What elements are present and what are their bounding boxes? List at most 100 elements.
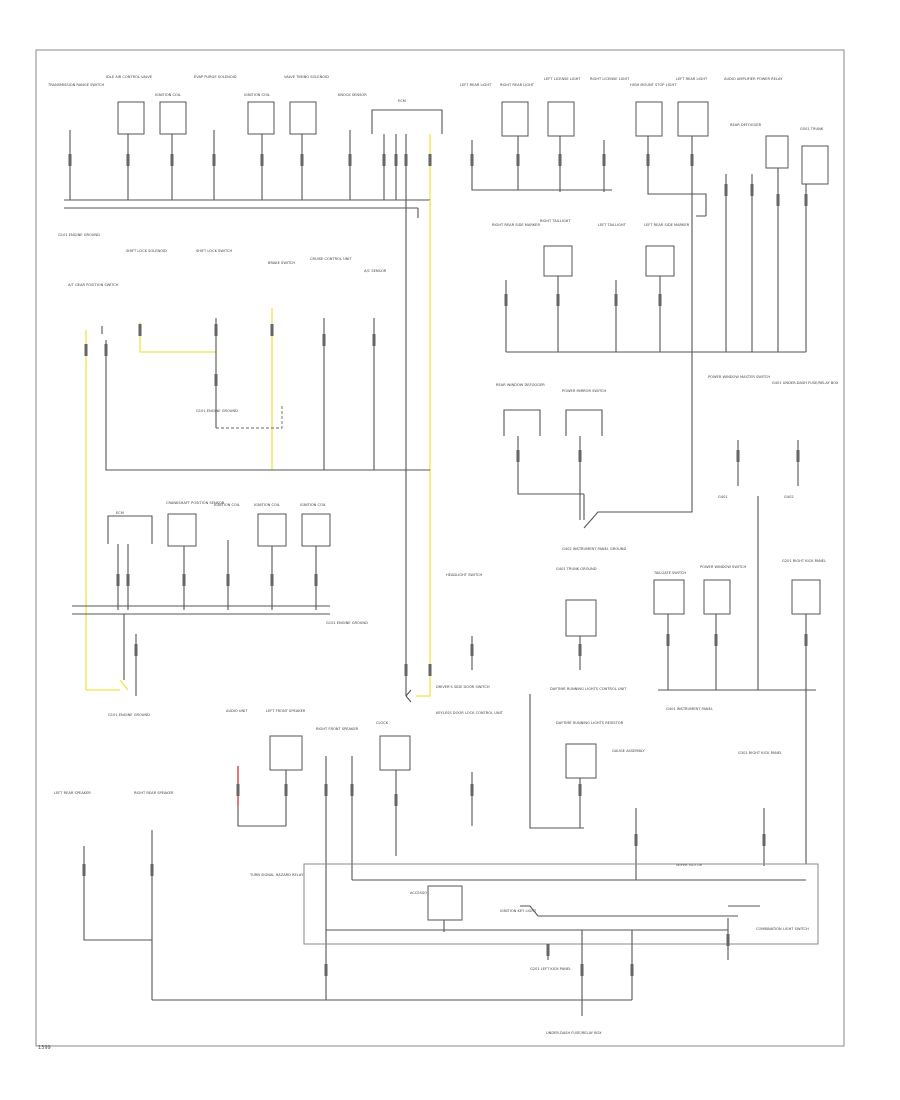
wire-connector-marker [470,644,474,656]
diagram-frame [35,49,845,1047]
component-label: G101 ENGINE GROUND [58,233,100,237]
component-label: A/C SENSOR [364,269,387,273]
component-label: G501 TRUNK [800,127,824,131]
component-label: ECM [398,99,406,103]
component-box [765,135,789,169]
wire-connector-marker [556,294,560,306]
component-box [247,101,275,135]
ground-bus [72,605,330,615]
wire-connector-marker [804,634,808,646]
wire-connector-marker [630,964,634,976]
ground-wire [471,636,584,829]
ground-wire [83,830,153,1000]
component-label: KEYLESS DOOR LOCK CONTROL UNIT [436,711,504,715]
wire-connector-marker [138,324,142,336]
wire-connector-marker [504,294,508,306]
component-label: HIGH MOUNT STOP LIGHT [630,83,677,87]
component-box [645,245,675,277]
component-box [269,735,303,771]
component-label: SHIFT LOCK SWITCH [196,249,232,253]
wire-connector-marker [214,374,218,386]
component-label: LEFT FRONT SPEAKER [266,709,306,713]
component-label: KNOCK SENSOR [338,93,367,97]
component-label: G401 UNDER-DASH FUSE/RELAY BOX [772,381,839,385]
component-label: TRANSMISSION RANGE SWITCH [47,83,105,87]
component-label: G101 ENGINE GROUND [108,713,150,717]
ground-wire [237,770,287,827]
wire-connector-marker [736,450,740,462]
component-label: TURN SIGNAL HAZARD RELAY [249,873,304,877]
ground-wire [635,808,765,880]
component-label: RIGHT LICENSE LIGHT [590,77,630,81]
component-label: CRUISE CONTROL UNIT [310,257,352,261]
wire-connector-marker [428,664,432,676]
component-label: TAILGATE SWITCH [653,571,686,575]
wire-connector-marker [578,784,582,796]
ground-wire [517,436,585,520]
wire-connector-marker [170,154,174,166]
component-label: G101 ENGINE GROUND [326,621,368,625]
ground-wire-yellow [119,679,129,691]
component-box [801,145,829,185]
ground-arrow [405,689,412,703]
wire-connector-marker [126,154,130,166]
center-group: REAR WINDOW DEFOGGER POWER MIRROR SWITCH… [496,368,693,551]
component-label: G401 TRUNK GROUND [556,567,597,571]
ground-wire [117,540,317,610]
component-label: REAR DEFOGGER [730,123,762,127]
wire-connector-marker [324,784,328,796]
wire-connector-marker [348,154,352,166]
component-label: EVAP PURGE SOLENOID [194,75,237,79]
component-label: CLOCK [376,721,389,725]
ground-wire [325,756,397,1000]
component-box [677,101,709,137]
instrument-group: AUDIO UNIT LEFT FRONT SPEAKER RIGHT FRON… [54,709,819,1035]
wire-connector-marker [558,154,562,166]
component-label: COMBINATION LIGHT SWITCH [756,927,809,931]
component-label: SHIFT LOCK SOLENOID [126,249,167,253]
wire-connector-marker [314,574,318,586]
component-label: IGNITION COIL [214,503,240,507]
component-label: IGNITION COIL [254,503,280,507]
component-label: REAR WINDOW DEFOGGER [496,383,545,387]
component-box [289,101,317,135]
component-box [379,735,411,771]
wire-connector-marker [546,944,550,956]
wire-connector-marker [150,864,154,876]
component-box [635,101,663,137]
component-label: G401 INSTRUMENT PANEL [666,707,713,711]
component-label: RIGHT REAR SIDE MARKER [492,223,540,227]
component-label: RIGHT REAR LIGHT [500,83,535,87]
component-label: G101 ENGINE GROUND [196,409,238,413]
component-label: IGNITION KEY LIGHT [500,909,537,913]
wire-connector-marker [578,644,582,656]
wire-connector-marker [404,154,408,166]
ground-wire [123,614,137,696]
ground-wire [667,614,807,864]
wire-connector-marker [602,154,606,166]
wire-connector-marker [260,154,264,166]
wire-connector-marker [372,334,376,346]
ground-wire-dashed [216,404,283,429]
component-box [653,579,685,615]
wire-connector-marker [182,574,186,586]
wire-connector-marker [428,154,432,166]
wire-connector-marker [270,324,274,336]
component-label: VALVE TIMING SOLENOID [284,75,329,79]
wire-connector-marker [134,644,138,656]
wire-connector-marker [226,574,230,586]
power-window-group: POWER WINDOW MASTER SWITCH G401 UNDER-DA… [653,375,839,864]
component-label: AUDIO UNIT [226,709,248,713]
component-box [257,513,287,547]
wire-connector-marker [350,784,354,796]
component-box [167,513,197,547]
engine-component-group: TRANSMISSION RANGE SWITCH IDLE AIR CONTR… [47,75,443,703]
component-label: G401 [718,495,728,499]
wire-connector-marker [236,784,240,796]
component-label: ECM [116,511,124,515]
rear-light-group: LEFT REAR LIGHT RIGHT REAR LIGHT LEFT LI… [460,77,829,368]
ground-wire [520,905,760,917]
component-box [565,599,597,637]
component-label: LEFT TAILLIGHT [598,223,627,227]
